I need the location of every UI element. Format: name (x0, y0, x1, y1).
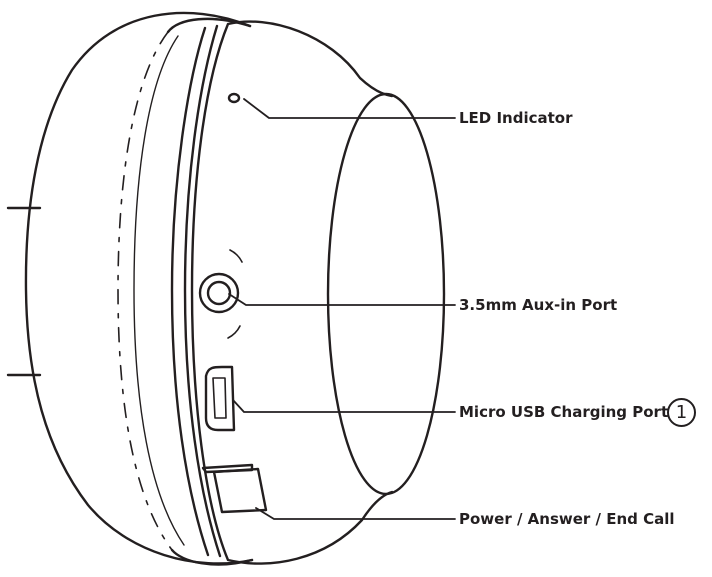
aux-port (198, 249, 243, 339)
ear-opening (326, 92, 446, 496)
led-indicator-label: LED Indicator (459, 109, 573, 127)
outer-shell (24, 11, 254, 565)
usb-port-label: Micro USB Charging Port (459, 403, 669, 421)
side-plate (190, 20, 394, 565)
aux-port-label: 3.5mm Aux-in Port (459, 296, 618, 314)
led-indicator (227, 92, 241, 104)
usb-port (204, 365, 236, 432)
leader-lines (228, 98, 456, 520)
power-button-label: Power / Answer / End Call (459, 510, 675, 528)
headband-stubs (6, 206, 42, 377)
usb-step-badge: 1 (667, 398, 696, 427)
power-button (201, 463, 268, 514)
rim-ring (170, 24, 222, 558)
